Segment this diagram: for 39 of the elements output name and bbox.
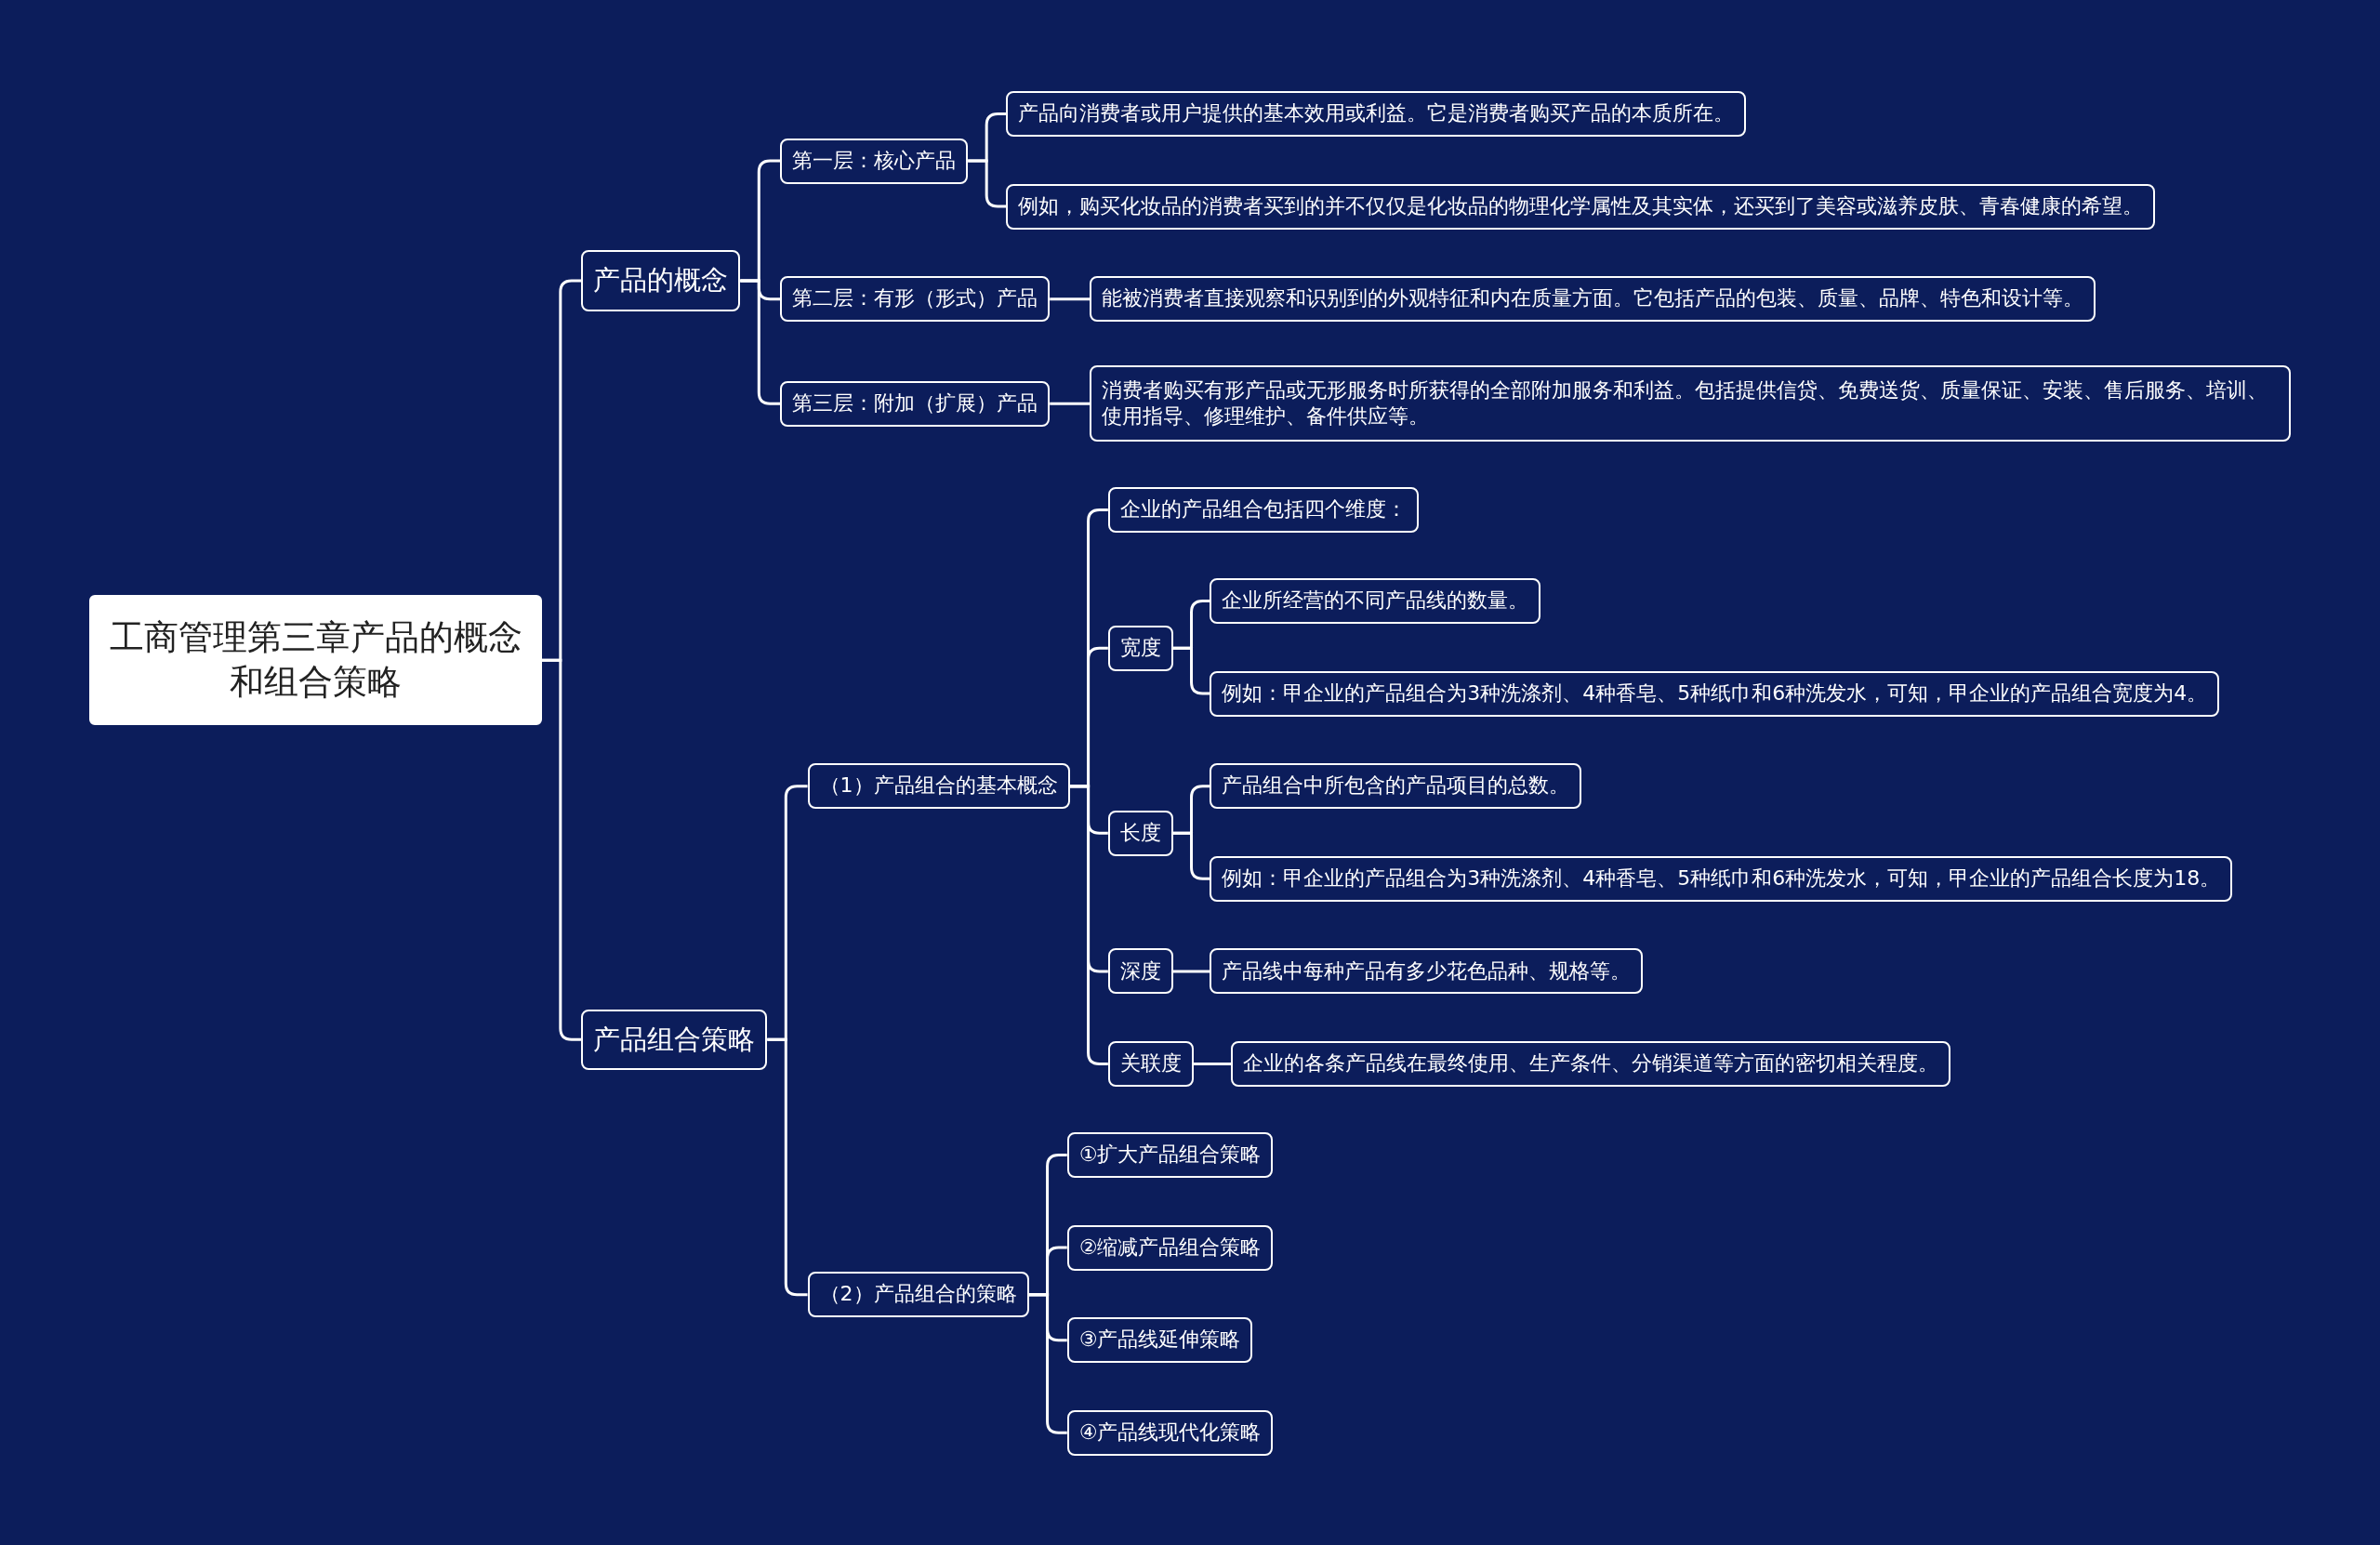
subtopic-box: ②缩减产品组合策略 bbox=[1066, 1224, 1274, 1271]
connector-line bbox=[1193, 1063, 1232, 1065]
connector-line bbox=[1050, 402, 1091, 405]
subtopic-box: 例如，购买化妆品的消费者买到的并不仅仅是化妆品的物理化学属性及其实体，还买到了美容或滋养皮肤、青春健康的希望。 bbox=[1006, 183, 2156, 230]
subtopic-box: 关联度 bbox=[1107, 1041, 1194, 1087]
subtopic-box: 长度 bbox=[1107, 810, 1173, 856]
connector-line bbox=[1172, 646, 1210, 695]
connector-line bbox=[1172, 970, 1210, 973]
subtopic-box: ①扩大产品组合策略 bbox=[1066, 1131, 1274, 1178]
connector-line bbox=[541, 658, 582, 1041]
subtopic-box: ③产品线延伸策略 bbox=[1066, 1317, 1253, 1364]
subtopic-box: 企业所经营的不同产品线的数量。 bbox=[1210, 578, 1541, 624]
connector-line bbox=[767, 1037, 808, 1297]
central-topic-box: 工商管理第三章产品的概念和组合策略 bbox=[89, 595, 542, 726]
connector-line bbox=[1028, 1293, 1067, 1434]
topic-box: 产品组合策略 bbox=[581, 1009, 768, 1070]
connector-line bbox=[740, 279, 781, 405]
subtopic-box: （2）产品组合的策略 bbox=[807, 1272, 1029, 1318]
subtopic-box: 企业的产品组合包括四个维度： bbox=[1107, 487, 1419, 534]
subtopic-box: 例如：甲企业的产品组合为3种洗涤剂、4种香皂、5种纸巾和6种洗发水，可知，甲企业的产品组合长度为18。 bbox=[1210, 855, 2233, 902]
subtopic-box: 产品向消费者或用户提供的基本效用或利益。它是消费者购买产品的本质所在。 bbox=[1006, 90, 1747, 137]
subtopic-box: 产品线中每种产品有多少花色品种、规格等。 bbox=[1210, 948, 1644, 995]
subtopic-box: （1）产品组合的基本概念 bbox=[807, 763, 1070, 810]
subtopic-box: 宽度 bbox=[1107, 625, 1173, 671]
connector-line bbox=[968, 159, 1007, 208]
subtopic-box: 消费者购买有形产品或无形服务时所获得的全部附加服务和利益。包括提供信贷、免费送货、质量保证、安装、售后服务、培训、使用指导、修理维护、备件供应等。 bbox=[1090, 365, 2291, 442]
subtopic-box: 例如：甲企业的产品组合为3种洗涤剂、4种香皂、5种纸巾和6种洗发水，可知，甲企业的产品组合宽度为4。 bbox=[1210, 670, 2220, 717]
subtopic-box: 深度 bbox=[1107, 948, 1173, 995]
connector-line bbox=[1172, 831, 1210, 880]
connector-line bbox=[1050, 297, 1091, 301]
subtopic-box: 企业的各条产品线在最终使用、生产条件、分销渠道等方面的密切相关程度。 bbox=[1231, 1041, 1951, 1087]
subtopic-box: 产品组合中所包含的产品项目的总数。 bbox=[1210, 763, 1582, 810]
subtopic-box: 第三层：附加（扩展）产品 bbox=[780, 380, 1051, 427]
subtopic-box: 能被消费者直接观察和识别到的外观特征和内在质量方面。它包括产品的包装、质量、品牌、特色和设计等。 bbox=[1090, 276, 2096, 323]
subtopic-box: 第二层：有形（形式）产品 bbox=[780, 276, 1051, 323]
subtopic-box: 第一层：核心产品 bbox=[780, 138, 969, 184]
connector-line bbox=[1069, 785, 1108, 1065]
topic-box: 产品的概念 bbox=[581, 250, 741, 311]
subtopic-box: ④产品线现代化策略 bbox=[1066, 1409, 1274, 1456]
